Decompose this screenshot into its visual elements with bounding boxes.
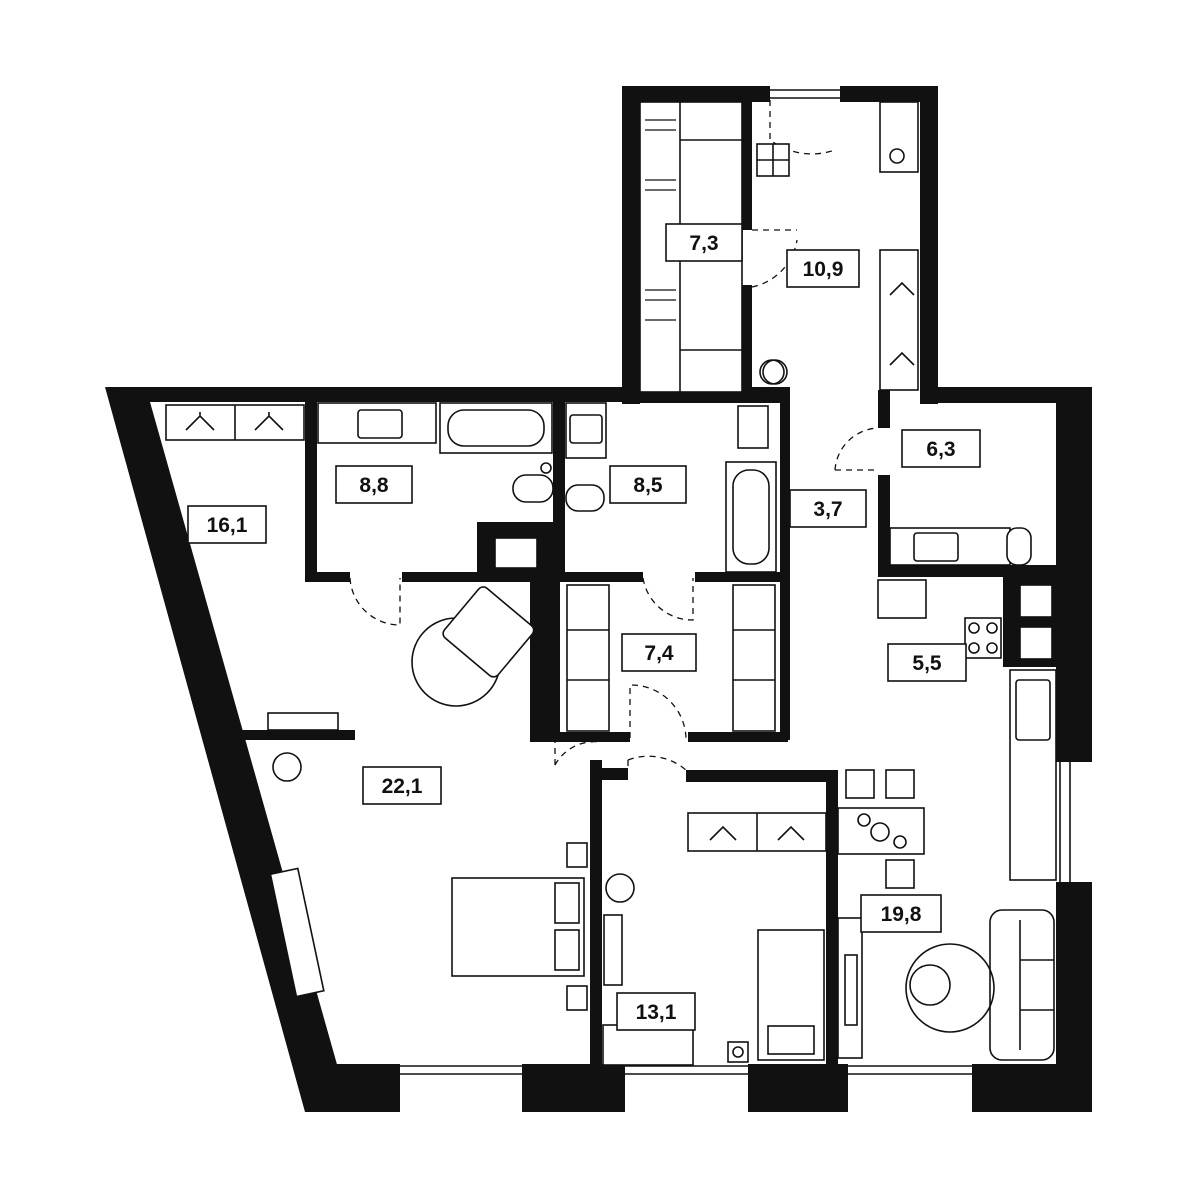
svg-text:7,4: 7,4: [644, 642, 674, 665]
room-label-bedroom-main: 22,1: [362, 766, 442, 805]
room-label-living-room: 19,8: [860, 894, 942, 933]
room-label-bathroom-center: 8,5: [609, 465, 687, 504]
svg-text:19,8: 19,8: [881, 903, 922, 926]
room-label-wardrobe-left: 16,1: [187, 505, 267, 544]
room-labels: 7,3 10,9 16,1 8,8 8,5 3,7 6,3 7,4: [187, 223, 981, 1031]
svg-text:10,9: 10,9: [803, 258, 844, 281]
room-label-kitchen: 5,5: [887, 643, 967, 682]
svg-text:3,7: 3,7: [813, 498, 842, 521]
svg-text:6,3: 6,3: [926, 438, 955, 461]
room-label-bathroom-left: 8,8: [335, 465, 413, 504]
furniture: [165, 101, 1057, 1066]
room-label-closet-center: 7,4: [621, 633, 697, 672]
room-label-hallway-top: 10,9: [786, 249, 860, 288]
svg-text:7,3: 7,3: [689, 232, 718, 255]
room-label-closet-top: 7,3: [665, 223, 743, 262]
svg-text:8,8: 8,8: [359, 474, 389, 497]
svg-text:8,5: 8,5: [633, 474, 663, 497]
doors: [349, 100, 879, 771]
svg-text:16,1: 16,1: [207, 514, 248, 537]
svg-text:13,1: 13,1: [636, 1001, 677, 1024]
room-label-corridor: 3,7: [789, 489, 867, 528]
svg-text:5,5: 5,5: [912, 652, 942, 675]
outer-walls: [105, 86, 1092, 1112]
inner-walls: [240, 100, 1058, 1068]
room-label-bedroom-small: 13,1: [616, 992, 696, 1031]
svg-text:22,1: 22,1: [382, 775, 423, 798]
room-label-bathroom-right: 6,3: [901, 429, 981, 468]
